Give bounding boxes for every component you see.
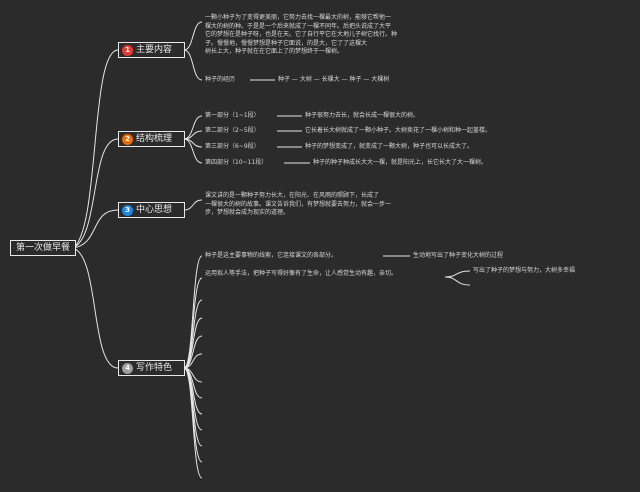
branch-central-idea[interactable]: 3 中心思想 — [118, 202, 185, 218]
number-badge-2: 2 — [122, 133, 133, 145]
number-badge-4: 4 — [122, 362, 133, 374]
feature-2-note: 写出了种子的梦想与努力，大树多幸福 — [473, 267, 576, 274]
branch-structure[interactable]: 2 结构梳理 — [118, 131, 185, 147]
connector-root-branch4 — [72, 247, 119, 369]
main-content-paragraph: 一颗小种子为了变得更美丽，它努力去找一棵最大的树，能够它帮他一 棵大的树的种。于… — [205, 14, 398, 56]
branch-main-content[interactable]: 1 主要内容 — [118, 42, 185, 58]
part-4-label: 第四部分（10~11段） — [205, 159, 268, 166]
central-idea-paragraph: 课文讲的是一颗种子努力长大，在阳光、在风雨的照顾下，长成了 一棵很大的树的故事。… — [205, 192, 392, 217]
branch-label: 写作特色 — [136, 363, 173, 373]
connector-b1-clue — [183, 49, 203, 81]
part-1-label: 第一部分（1~1段） — [205, 112, 260, 119]
feature-1-note: 生动地写出了种子变化大树的过程 — [413, 252, 504, 259]
branch-label: 中心思想 — [136, 205, 173, 215]
part-2-summary: 它长着长大树就成了一颗小种子。大树卖花了一棵小树和种一起盖楼。 — [305, 127, 492, 134]
connector-root-branch2 — [72, 138, 119, 249]
connector-b1-paragraph — [183, 21, 203, 51]
number-badge-3: 3 — [122, 204, 133, 216]
part-1-summary: 种子很努力去长，就会长成一棵很大的树。 — [305, 112, 420, 119]
connector-root-branch3 — [72, 209, 119, 249]
clue-label: 种子的经历 — [205, 76, 236, 83]
part-4-summary: 种子的种子种成长大大一棵，就是阳光上，长它长大了大一棵树。 — [313, 159, 488, 166]
part-2-label: 第二部分（2~5段） — [205, 127, 260, 134]
branch-writing-features[interactable]: 4 写作特色 — [118, 360, 185, 376]
clue-value: 种子 — 大树 — 长棵大 — 种子 — 大棵树 — [278, 76, 390, 83]
root-node[interactable]: 第一次做早餐 — [10, 240, 77, 256]
feature-2-text: 运用拟人等手法，把种子写得好像有了生命，让人感觉生动有趣，亲切。 — [205, 270, 398, 277]
connector-root-branch1 — [72, 49, 119, 249]
root-label: 第一次做早餐 — [16, 243, 71, 253]
branch-label: 主要内容 — [136, 45, 173, 55]
feature-1-text: 种子是这主要事物的线索，它连接课文的各部分。 — [205, 252, 338, 259]
part-3-summary: 种子的梦想变成了，就变成了一颗大树，种子也可以长成大了。 — [305, 143, 474, 150]
number-badge-1: 1 — [122, 44, 133, 56]
branch-label: 结构梳理 — [136, 134, 173, 144]
part-3-label: 第三部分（6~9段） — [205, 143, 260, 150]
